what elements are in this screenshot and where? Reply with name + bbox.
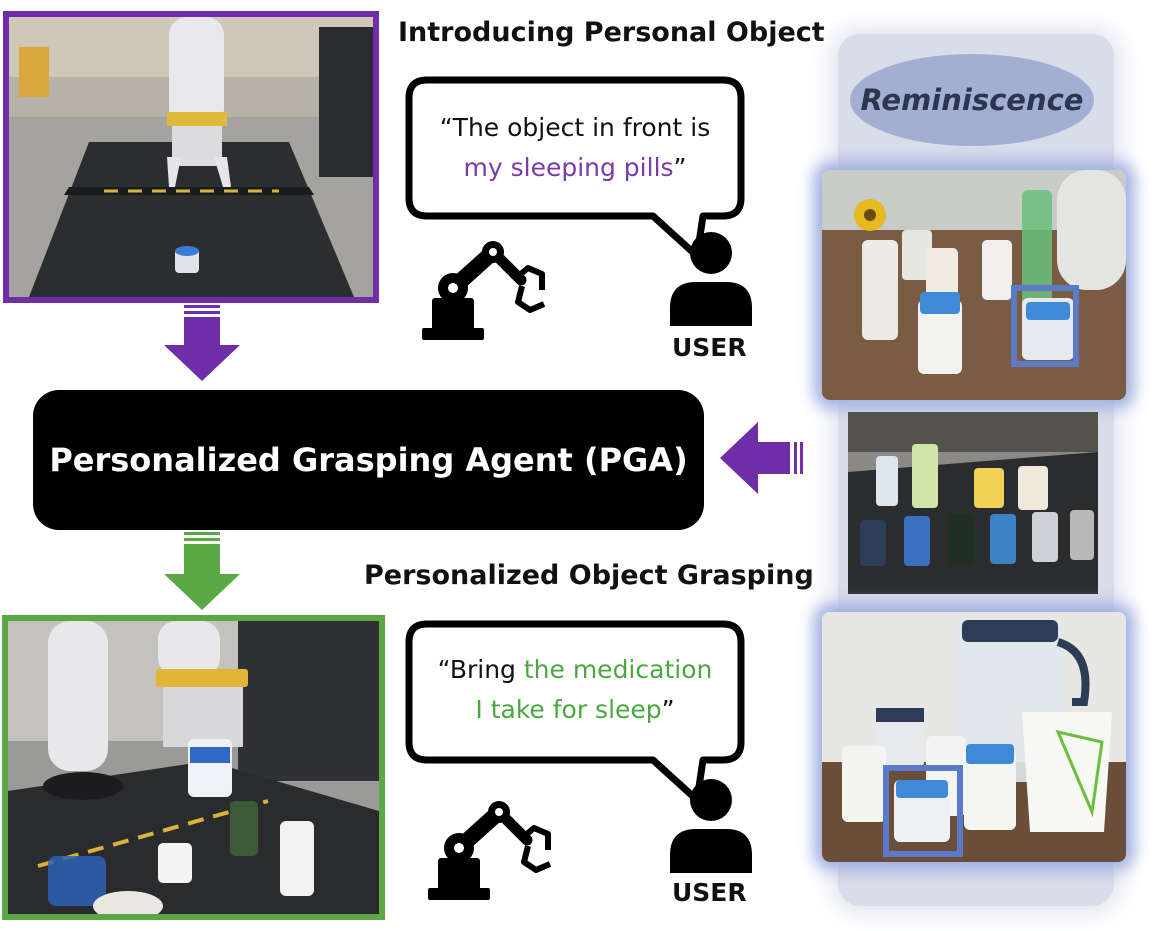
speech-bubble-bottom-shape [405, 620, 745, 804]
memory-photo-beverages-image [848, 412, 1098, 594]
memory-photo-pill-bottles-image [822, 170, 1126, 400]
memory-photo-medication-image [822, 612, 1126, 862]
memory-photo-medication [822, 612, 1126, 862]
bubble-bottom-highlight-line1: the medication [523, 655, 713, 684]
photo-introducing-object-image [9, 17, 373, 297]
memory-photo-beverages [848, 412, 1098, 594]
bubble-bottom-close-quote: ” [661, 695, 675, 724]
reminiscence-title-oval: Reminiscence [850, 54, 1094, 146]
robot-arm-icon [422, 241, 546, 340]
bubble-bottom-prefix: “Bring [437, 655, 524, 684]
speech-bubble-bottom: “Bring the medication I take for sleep” [405, 620, 745, 810]
bubble-top-line1: “The object in front is [439, 113, 711, 142]
heading-personalized-object-grasping: Personalized Object Grasping [364, 560, 814, 591]
heading-introducing-personal-object: Introducing Personal Object [398, 17, 825, 48]
arrow-left-icon [720, 422, 803, 494]
arrow-down-green-icon [164, 532, 240, 610]
agent-label: Personalized Grasping Agent (PGA) [49, 441, 688, 479]
user-icon [670, 232, 752, 326]
bubble-bottom-highlight-line2: I take for sleep [475, 695, 662, 724]
personalized-grasping-agent-box: Personalized Grasping Agent (PGA) [33, 390, 704, 530]
user-label-bottom: USER [672, 878, 747, 907]
speech-bubble-top: “The object in front is my sleeping pill… [405, 76, 745, 266]
reminiscence-title: Reminiscence [860, 83, 1084, 117]
bubble-top-highlight: my sleeping pills [463, 153, 674, 182]
bubble-top-close-quote: ” [673, 153, 687, 182]
photo-object-grasping [2, 615, 385, 920]
arrow-down-icon [164, 305, 240, 381]
memory-photo-pill-bottles [822, 170, 1126, 400]
photo-introducing-object [3, 11, 379, 303]
robot-arm-icon [428, 801, 552, 900]
user-icon [670, 779, 752, 873]
photo-object-grasping-image [8, 621, 379, 914]
user-label-top: USER [672, 333, 747, 362]
